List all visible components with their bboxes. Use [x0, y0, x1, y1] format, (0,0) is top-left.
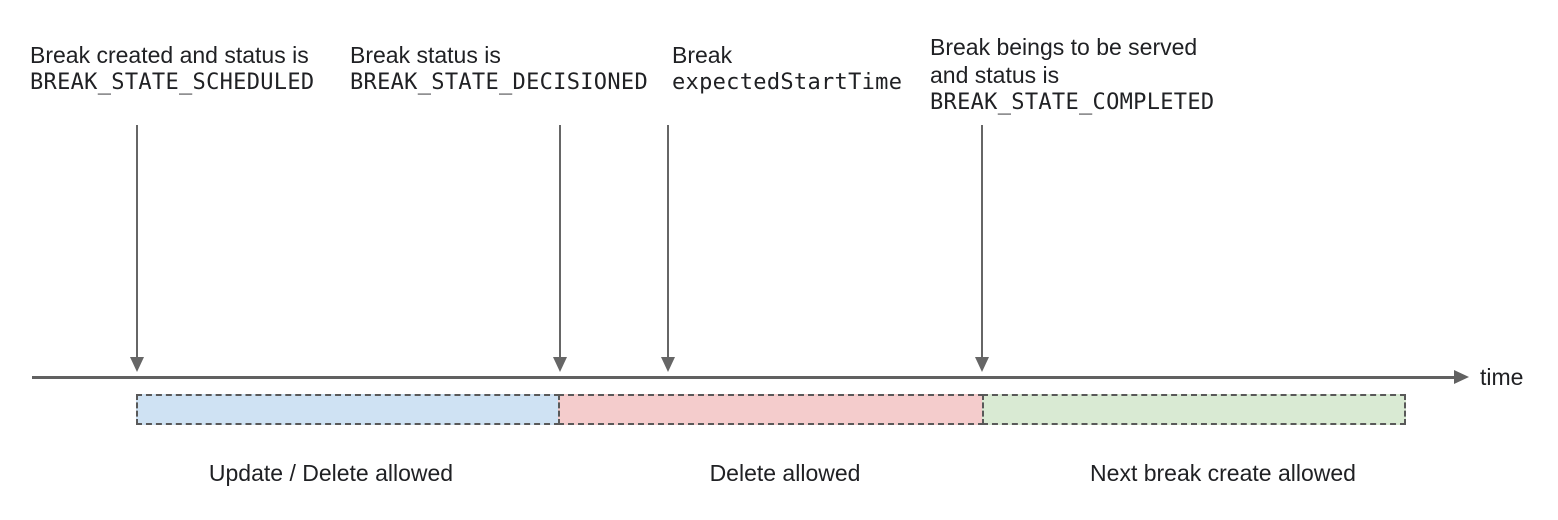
- segment-label-delete: Delete allowed: [709, 460, 861, 486]
- annotation-text: Break: [672, 42, 733, 68]
- segment-delete-allowed: [558, 394, 984, 425]
- annotation-break-completed: Break beings to be served and status is …: [930, 33, 1214, 117]
- annotation-break-decisioned: Break status is BREAK_STATE_DECISIONED: [350, 41, 648, 97]
- annotation-text: Break status is: [350, 42, 501, 68]
- segment-next-break-create-allowed: [982, 394, 1406, 425]
- annotation-code: BREAK_STATE_COMPLETED: [930, 90, 1215, 115]
- arrow-stem: [136, 125, 138, 359]
- segment-label-next-break: Next break create allowed: [1090, 460, 1356, 486]
- annotation-code: BREAK_STATE_DECISIONED: [350, 70, 648, 95]
- arrow-head-icon: [661, 357, 675, 372]
- arrow-head-icon: [553, 357, 567, 372]
- annotation-text: Break created and status is: [30, 42, 309, 68]
- arrow-stem: [667, 125, 669, 359]
- annotation-text: and status is: [930, 62, 1060, 88]
- segment-label-update-delete: Update / Delete allowed: [208, 460, 454, 486]
- time-axis-arrow-icon: [1454, 370, 1469, 384]
- arrow-head-icon: [975, 357, 989, 372]
- time-axis-line: [32, 376, 1458, 379]
- arrow-stem: [981, 125, 983, 359]
- annotation-expected-start-time: Break expectedStartTime: [672, 41, 902, 97]
- annotation-break-scheduled: Break created and status is BREAK_STATE_…: [30, 41, 314, 97]
- segment-update-delete-allowed: [136, 394, 560, 425]
- time-axis-label: time: [1480, 364, 1524, 390]
- annotation-text: Break beings to be served: [930, 34, 1198, 60]
- annotation-code: BREAK_STATE_SCHEDULED: [30, 70, 315, 95]
- annotation-code: expectedStartTime: [672, 70, 903, 95]
- arrow-head-icon: [130, 357, 144, 372]
- arrow-stem: [559, 125, 561, 359]
